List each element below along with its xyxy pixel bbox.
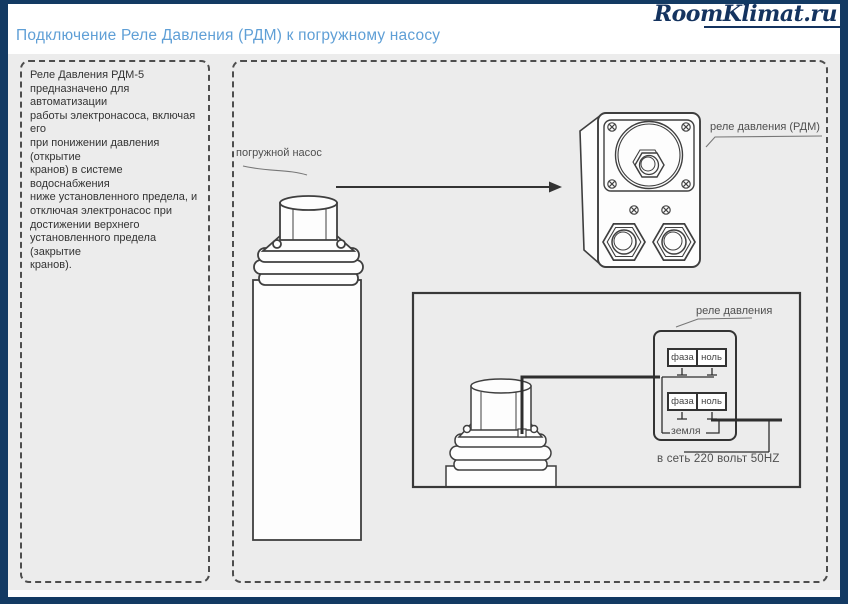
info-box-line: Реле Давления РДМ-5 [30, 69, 145, 81]
terminal-phase-top: фаза [671, 352, 694, 363]
site-logo: RoomKlimat.ru [653, 1, 838, 27]
info-box-line: отключая электронасос при [30, 204, 172, 217]
terminal-phase-bottom: фаза [671, 396, 694, 407]
page-title: Подключение Реле Давления (РДМ) к погруж… [16, 27, 441, 44]
info-box-line: кранов). [30, 259, 72, 272]
pump-label: погружной насос [236, 147, 322, 159]
info-box: Реле Давления РДМ-5 предназначено для ав… [20, 60, 210, 583]
info-box-line: достижении верхнего [30, 218, 140, 231]
info-box-line: при понижении давления (открытие [30, 136, 160, 163]
relay-label: реле давления (РДМ) [710, 121, 820, 133]
info-box-line: кранов) в системе водоснабжения [30, 164, 123, 190]
terminal-block-top: фаза ноль [667, 348, 727, 367]
info-box-line: установленного предела (закрытие [30, 232, 157, 258]
terminal-neutral-top: ноль [696, 350, 725, 365]
info-box-line: предназначено для автоматизации [30, 82, 130, 109]
terminal-neutral-bottom: ноль [696, 394, 725, 409]
mains-label: в сеть 220 вольт 50HZ [657, 453, 780, 465]
terminal-block-bottom: фаза ноль [667, 392, 727, 411]
inner-relay-label: реле давления [696, 305, 773, 317]
info-box-line: работы электронасоса, включая его [30, 109, 196, 136]
ground-label: земля [671, 425, 701, 437]
info-box-text: Реле Давления РДМ-5 предназначено для ав… [22, 62, 208, 273]
info-box-line: ниже установленного предела, и [30, 191, 198, 204]
logo-underline [704, 26, 840, 28]
diagram-panel [232, 60, 828, 583]
